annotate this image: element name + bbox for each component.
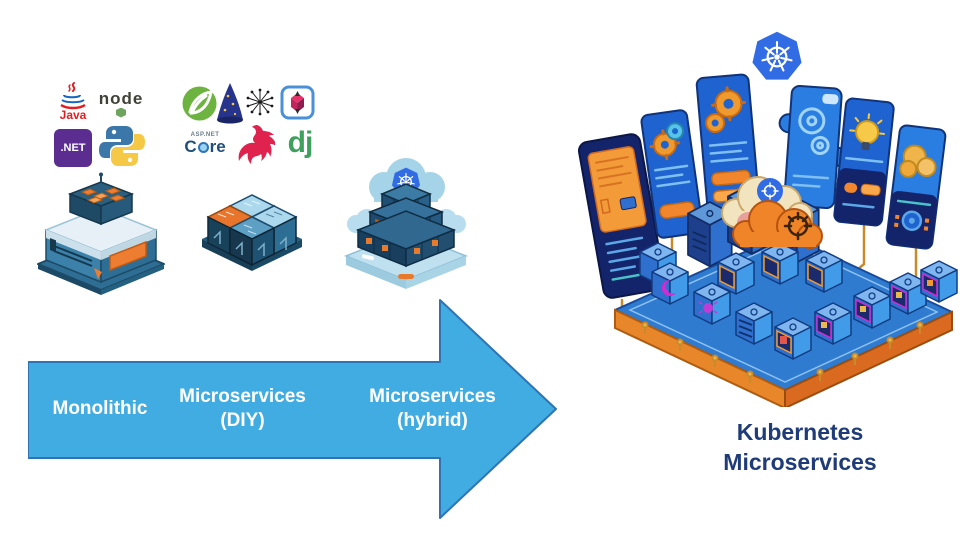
- kubernetes-badge: [757, 178, 783, 204]
- java-logo: Java: [55, 80, 91, 124]
- nestjs-logo: [228, 120, 275, 166]
- django-label: dj: [287, 126, 314, 159]
- core-dot-icon: [197, 141, 209, 153]
- container-tier-bottom: [355, 210, 457, 268]
- hybrid-label-line2: (hybrid): [397, 410, 468, 431]
- monolith-body: [43, 207, 159, 284]
- spring-logo: [180, 84, 218, 122]
- aspnet-core-wordmark: C re: [184, 138, 225, 156]
- evolution-arrow: [28, 299, 557, 519]
- orange-blocks: [80, 187, 126, 204]
- service-panel-puzzle: [778, 84, 849, 210]
- crescent-moon-icon: [661, 279, 676, 296]
- gear-icon: [649, 122, 685, 161]
- diy-label: Microservices (DIY): [170, 385, 315, 433]
- dotnet-label: .NET: [60, 142, 86, 154]
- python-snakes-icon: [99, 126, 145, 166]
- coffee-cup-icon: [60, 82, 86, 110]
- cube-box-logo: [279, 84, 315, 120]
- orange-pill: [398, 274, 414, 279]
- orange-pill: [659, 201, 695, 219]
- orange-panel: [109, 240, 147, 272]
- core-c: C: [184, 137, 197, 156]
- spring-leaf-icon: [182, 86, 216, 120]
- gear-icon: [798, 107, 830, 155]
- kubernetes-cloud-front: [732, 200, 823, 249]
- gear-icon: [705, 86, 746, 134]
- nodejs-label: node: [98, 88, 144, 108]
- service-panel-lightbulb: [833, 97, 895, 227]
- diy-label-line2: (DIY): [220, 410, 265, 431]
- server-cubes: [639, 242, 958, 360]
- kubernetes-logo: [751, 30, 803, 81]
- monolith-top-unit: [67, 172, 135, 226]
- bolt-pegs: [641, 321, 924, 383]
- cube-front: [228, 216, 276, 267]
- core-re: re: [209, 137, 226, 156]
- diy-microservices-illustration: [202, 194, 302, 271]
- nest-cat-icon: [238, 125, 275, 164]
- hybrid-microservices-illustration: [344, 158, 469, 289]
- kubernetes-title-line2: Microservices: [723, 449, 877, 475]
- python-logo: [97, 120, 147, 172]
- orange-chip: [94, 268, 102, 279]
- service-panel-gears-small: [640, 109, 704, 239]
- dotnet-logo: .NET: [54, 129, 92, 167]
- aspnet-brand-label: ASP.NET: [190, 132, 220, 138]
- hexagon-icon: [116, 107, 126, 118]
- cube-in-square-icon: [280, 85, 314, 119]
- helm-icon: [783, 211, 813, 241]
- monolith-illustration: [37, 172, 165, 295]
- wizard-hat-logo: [216, 82, 244, 124]
- django-logo: dj: [280, 118, 320, 168]
- lightbulb-icon: [849, 113, 886, 151]
- bug-icon: [698, 301, 718, 314]
- monolithic-label-text: Monolithic: [52, 398, 148, 419]
- cluster-platform: [614, 233, 953, 407]
- coins-cloud-icon: [899, 144, 937, 178]
- starred-cone-icon: [217, 83, 243, 124]
- nodejs-logo: node: [94, 87, 148, 121]
- kubernetes-title-line1: Kubernetes: [736, 419, 864, 445]
- radial-burst-icon: [246, 88, 274, 116]
- service-panel-gears-large: [695, 73, 761, 215]
- burst-logo: [245, 87, 275, 117]
- hybrid-label: Microservices (hybrid): [360, 385, 505, 433]
- java-label: Java: [59, 108, 87, 122]
- kubernetes-title: Kubernetes Microservices: [655, 417, 945, 477]
- kubernetes-illustration: [578, 30, 958, 407]
- aspnet-core-logo: ASP.NET C re: [182, 123, 228, 165]
- service-panel-cloud-coins: [885, 124, 947, 250]
- monolithic-label: Monolithic: [40, 397, 160, 421]
- hybrid-label-line1: Microservices: [369, 386, 496, 407]
- diy-label-line1: Microservices: [179, 386, 306, 407]
